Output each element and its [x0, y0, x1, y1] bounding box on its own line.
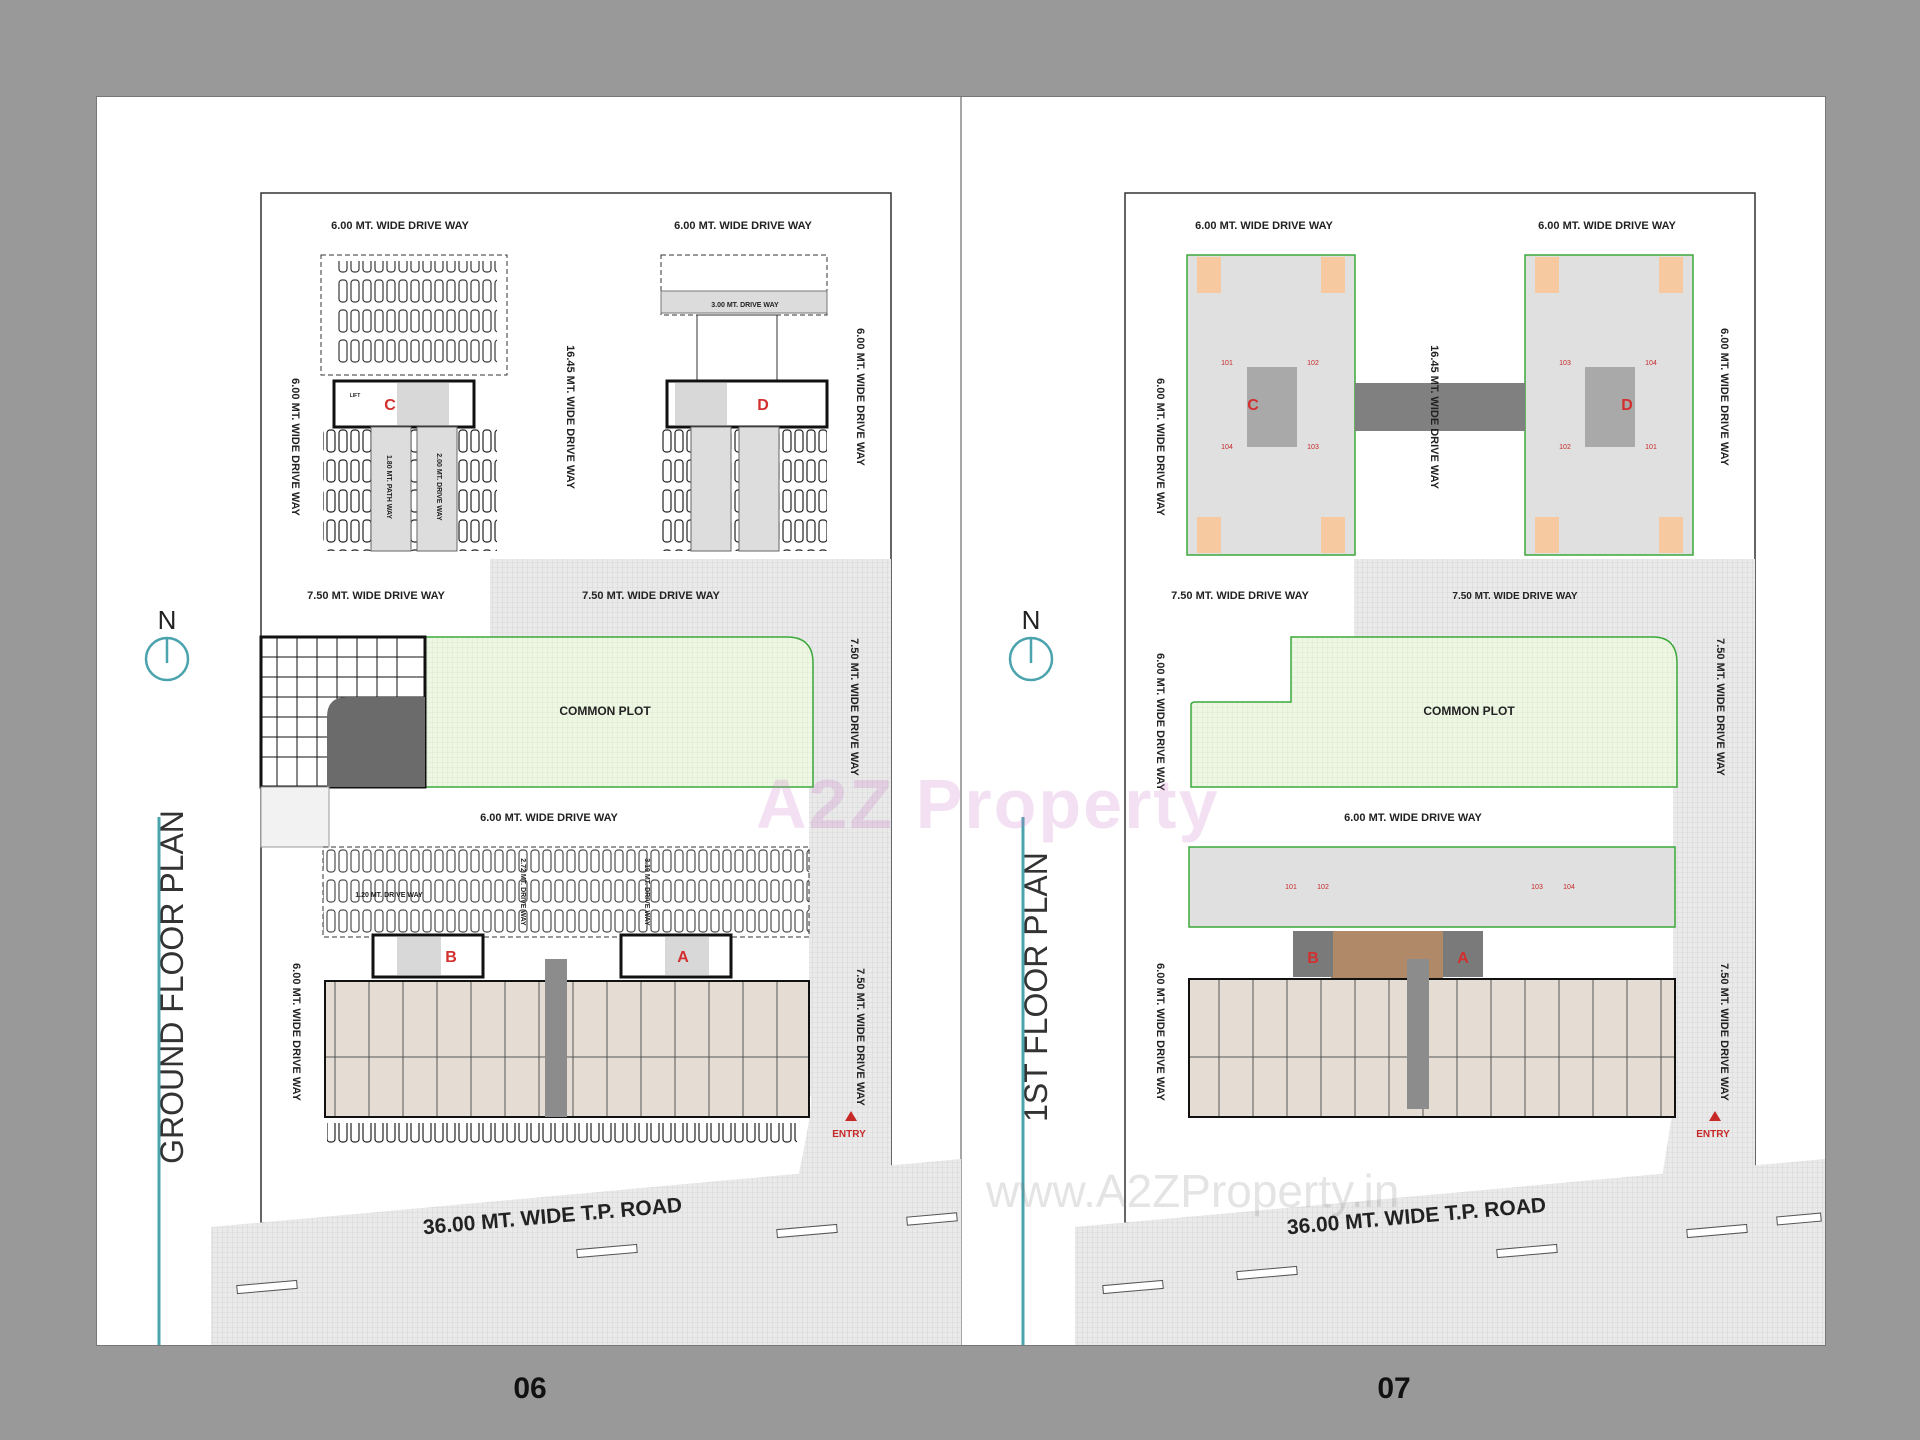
block-d-letter: D: [1621, 397, 1633, 414]
label-mid-right-drive: 7.50 MT. WIDE DRIVE WAY: [1452, 591, 1578, 602]
label-common-plot: COMMON PLOT: [559, 704, 651, 718]
unit-number: 101: [1645, 444, 1657, 451]
entry-label: ENTRY: [1696, 1129, 1730, 1140]
page-title: 1ST FLOOR PLAN: [1018, 852, 1054, 1122]
block-b-letter: B: [1307, 950, 1319, 967]
label-right-vertical-top-drive: 6.00 MT. WIDE DRIVE WAY: [854, 328, 866, 466]
label-top-left-drive: 6.00 MT. WIDE DRIVE WAY: [331, 220, 469, 232]
first-floor-plan: [1008, 192, 1825, 1345]
block-c-letter: C: [384, 397, 396, 414]
block-d-letter: D: [757, 397, 769, 414]
label-path-180: 1.80 MT. PATH WAY: [385, 455, 392, 519]
brochure-spread: 6.00 MT. WIDE DRIVE WAY 6.00 MT. WIDE DR…: [96, 96, 1826, 1346]
label-lower-drive: 6.00 MT. WIDE DRIVE WAY: [1344, 812, 1482, 824]
label-lift: LIFT: [350, 393, 361, 399]
floor-plan-drawing: 6.00 MT. WIDE DRIVE WAY 6.00 MT. WIDE DR…: [144, 97, 1825, 1345]
block-b-letter: B: [445, 949, 457, 966]
unit-number: 104: [1221, 444, 1233, 451]
label-mid-left-drive: 7.50 MT. WIDE DRIVE WAY: [1171, 590, 1309, 602]
label-right-vertical-mid-drive: 7.50 MT. WIDE DRIVE WAY: [848, 638, 860, 776]
page-number-left: 06: [513, 1372, 547, 1405]
unit-number: 102: [1559, 444, 1571, 451]
label-lower-drive: 6.00 MT. WIDE DRIVE WAY: [480, 812, 618, 824]
entry-label: ENTRY: [832, 1129, 866, 1140]
label-common-plot: COMMON PLOT: [1423, 704, 1515, 718]
label-left-vertical-drive: 6.00 MT. WIDE DRIVE WAY: [1154, 378, 1166, 516]
label-drive-2: 2.00 MT. DRIVE WAY: [435, 453, 442, 521]
page-title: GROUND FLOOR PLAN: [154, 810, 190, 1164]
label-drive-272: 2.72 MT. DRIVE WAY: [519, 858, 526, 926]
unit-number: 102: [1307, 360, 1319, 367]
label-top-right-drive: 6.00 MT. WIDE DRIVE WAY: [674, 220, 812, 232]
label-mid-left-drive: 7.50 MT. WIDE DRIVE WAY: [307, 590, 445, 602]
unit-number: 103: [1531, 884, 1543, 891]
label-top-right-drive: 6.00 MT. WIDE DRIVE WAY: [1538, 220, 1676, 232]
label-left-vertical-mid-drive: 6.00 MT. WIDE DRIVE WAY: [1154, 653, 1166, 791]
north-symbol: N: [158, 605, 177, 635]
label-right-vertical-top-drive: 6.00 MT. WIDE DRIVE WAY: [1718, 328, 1730, 466]
label-left-vertical-low-drive: 6.00 MT. WIDE DRIVE WAY: [1154, 963, 1166, 1101]
unit-number: 103: [1307, 444, 1319, 451]
label-mid-right-drive: 7.50 MT. WIDE DRIVE WAY: [582, 590, 720, 602]
unit-number: 104: [1645, 360, 1657, 367]
label-drive-120: 1.20 MT. DRIVE WAY: [355, 892, 423, 899]
page-number-right: 07: [1377, 1372, 1411, 1405]
label-drive-3: 3.00 MT. DRIVE WAY: [711, 302, 779, 309]
north-symbol: N: [1022, 605, 1041, 635]
label-middle-vertical-drive: 16.45 MT. WIDE DRIVE WAY: [1428, 345, 1440, 490]
label-right-vertical-low-drive: 7.50 MT. WIDE DRIVE WAY: [854, 968, 866, 1106]
block-c-letter: C: [1247, 397, 1259, 414]
label-right-vertical-mid-drive: 7.50 MT. WIDE DRIVE WAY: [1714, 638, 1726, 776]
label-middle-vertical-drive: 16.45 MT. WIDE DRIVE WAY: [564, 345, 576, 490]
unit-number: 101: [1221, 360, 1233, 367]
label-top-left-drive: 6.00 MT. WIDE DRIVE WAY: [1195, 220, 1333, 232]
unit-number: 102: [1317, 884, 1329, 891]
block-a-letter: A: [677, 949, 689, 966]
unit-number: 103: [1559, 360, 1571, 367]
label-left-vertical-drive: 6.00 MT. WIDE DRIVE WAY: [289, 378, 301, 516]
unit-number: 101: [1285, 884, 1297, 891]
label-right-vertical-low-drive: 7.50 MT. WIDE DRIVE WAY: [1718, 963, 1730, 1101]
label-left-vertical-low-drive: 6.00 MT. WIDE DRIVE WAY: [290, 963, 302, 1101]
label-drive-319: 3.19 MT. DRIVE WAY: [643, 858, 650, 926]
unit-number: 104: [1563, 884, 1575, 891]
block-a-letter: A: [1457, 950, 1469, 967]
ground-floor-plan: [144, 192, 961, 1345]
